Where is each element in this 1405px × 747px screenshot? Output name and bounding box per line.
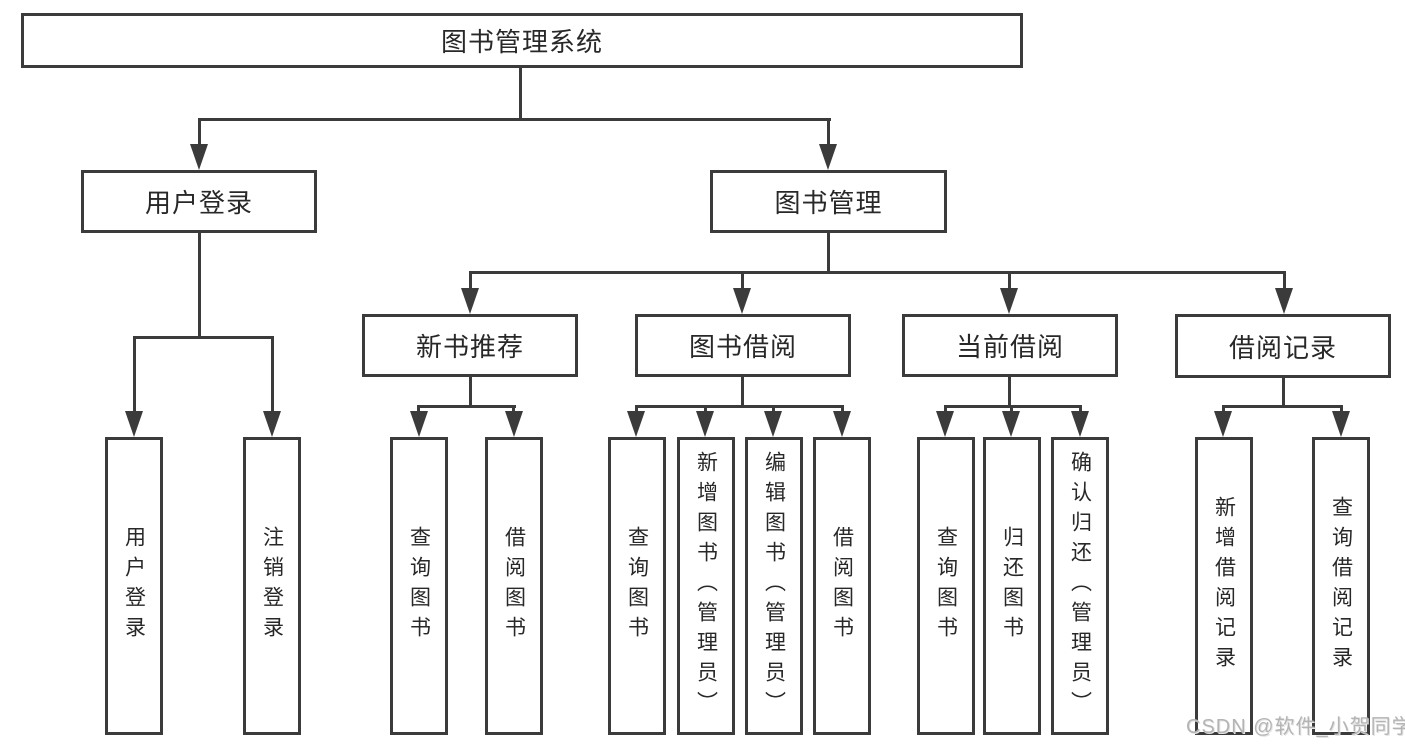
node-label: 新增借阅记录 [1212,496,1236,676]
connector-line [133,336,136,411]
connector-line [944,405,1082,408]
leaf-edit-book-admin: 编辑图书（管理员） [745,437,803,735]
arrow-down-icon [733,288,751,314]
node-book-management: 图书管理 [710,170,947,233]
leaf-user-login: 用户登录 [105,437,163,735]
connector-line [469,377,472,408]
node-label: 新书推荐 [415,332,524,362]
arrow-down-icon [190,144,208,170]
arrow-down-icon [1000,288,1018,314]
node-label: 用户登录 [122,526,146,646]
node-label: 归还图书 [1000,526,1024,646]
node-label: 图书管理系统 [440,27,603,57]
connector-line [469,271,1286,274]
node-user-login: 用户登录 [81,170,317,233]
arrow-down-icon [461,288,479,314]
watermark: CSDN @软件_小贺同学 [1186,716,1405,738]
node-current-borrow: 当前借阅 [902,314,1118,377]
leaf-query-borrow-record: 查询借阅记录 [1312,437,1370,735]
connector-line [741,271,744,290]
connector-line [417,405,516,408]
connector-line [772,405,775,415]
node-label: 用户登录 [144,188,253,218]
arrow-down-icon [627,411,645,437]
connector-line [841,405,844,415]
connector-line [635,405,844,408]
connector-line [1079,405,1082,415]
arrow-down-icon [263,411,281,437]
leaf-add-borrow-record: 新增借阅记录 [1195,437,1253,735]
arrow-down-icon [1071,411,1089,437]
connector-line [635,405,638,415]
connector-line [944,405,947,415]
leaf-borrow-books: 借阅图书 [813,437,871,735]
node-label: 图书借阅 [688,332,797,362]
arrow-down-icon [125,411,143,437]
connector-line [827,233,830,274]
node-label: 查询图书 [934,526,958,646]
node-label: 编辑图书（管理员） [762,451,786,721]
connector-line [198,118,201,148]
leaf-logout: 注销登录 [243,437,301,735]
connector-line [1283,271,1286,290]
node-label: 注销登录 [260,526,284,646]
connector-line [198,118,831,121]
arrow-down-icon [819,144,837,170]
node-label: 确认归还（管理员） [1068,451,1092,721]
leaf-confirm-return-admin: 确认归还（管理员） [1051,437,1109,735]
leaf-return-book: 归还图书 [983,437,1041,735]
arrow-down-icon [1275,288,1293,314]
arrow-down-icon [936,411,954,437]
node-label: 借阅图书 [830,526,854,646]
connector-line [741,377,744,408]
arrow-down-icon [410,411,428,437]
leaf-query-books-borrow: 查询图书 [608,437,666,735]
node-book-borrow: 图书借阅 [635,314,851,377]
node-label: 图书管理 [774,188,883,218]
connector-line [1340,405,1343,415]
leaf-query-books-current: 查询图书 [917,437,975,735]
node-label: 新增图书（管理员） [694,451,718,721]
arrow-down-icon [1332,411,1350,437]
node-borrow-records: 借阅记录 [1175,314,1391,378]
node-label: 当前借阅 [955,332,1064,362]
node-root: 图书管理系统 [21,13,1023,68]
connector-line [198,233,201,336]
connector-line [512,405,515,415]
node-label: 借阅图书 [502,526,526,646]
connector-line [1222,405,1343,408]
leaf-query-books-recommend: 查询图书 [390,437,448,735]
node-label: 查询图书 [407,526,431,646]
connector-line [417,405,420,415]
node-label: 借阅记录 [1228,332,1337,363]
arrow-down-icon [1002,411,1020,437]
arrow-down-icon [764,411,782,437]
node-label: 查询图书 [625,526,649,646]
leaf-borrow-books-recommend: 借阅图书 [485,437,543,735]
arrow-down-icon [1214,411,1232,437]
connector-line [1282,378,1285,408]
arrow-down-icon [505,411,523,437]
connector-line [827,118,830,148]
connector-line [519,68,522,120]
node-new-book-recommend: 新书推荐 [362,314,578,377]
arrow-down-icon [833,411,851,437]
connector-line [1222,405,1225,415]
leaf-add-book-admin: 新增图书（管理员） [677,437,735,735]
connector-line [704,405,707,415]
node-label: 查询借阅记录 [1329,496,1353,676]
connector-line [1008,377,1011,408]
connector-line [133,336,274,339]
connector-line [1010,405,1013,415]
connector-line [469,271,472,290]
arrow-down-icon [696,411,714,437]
connector-line [271,336,274,411]
connector-line [1008,271,1011,290]
